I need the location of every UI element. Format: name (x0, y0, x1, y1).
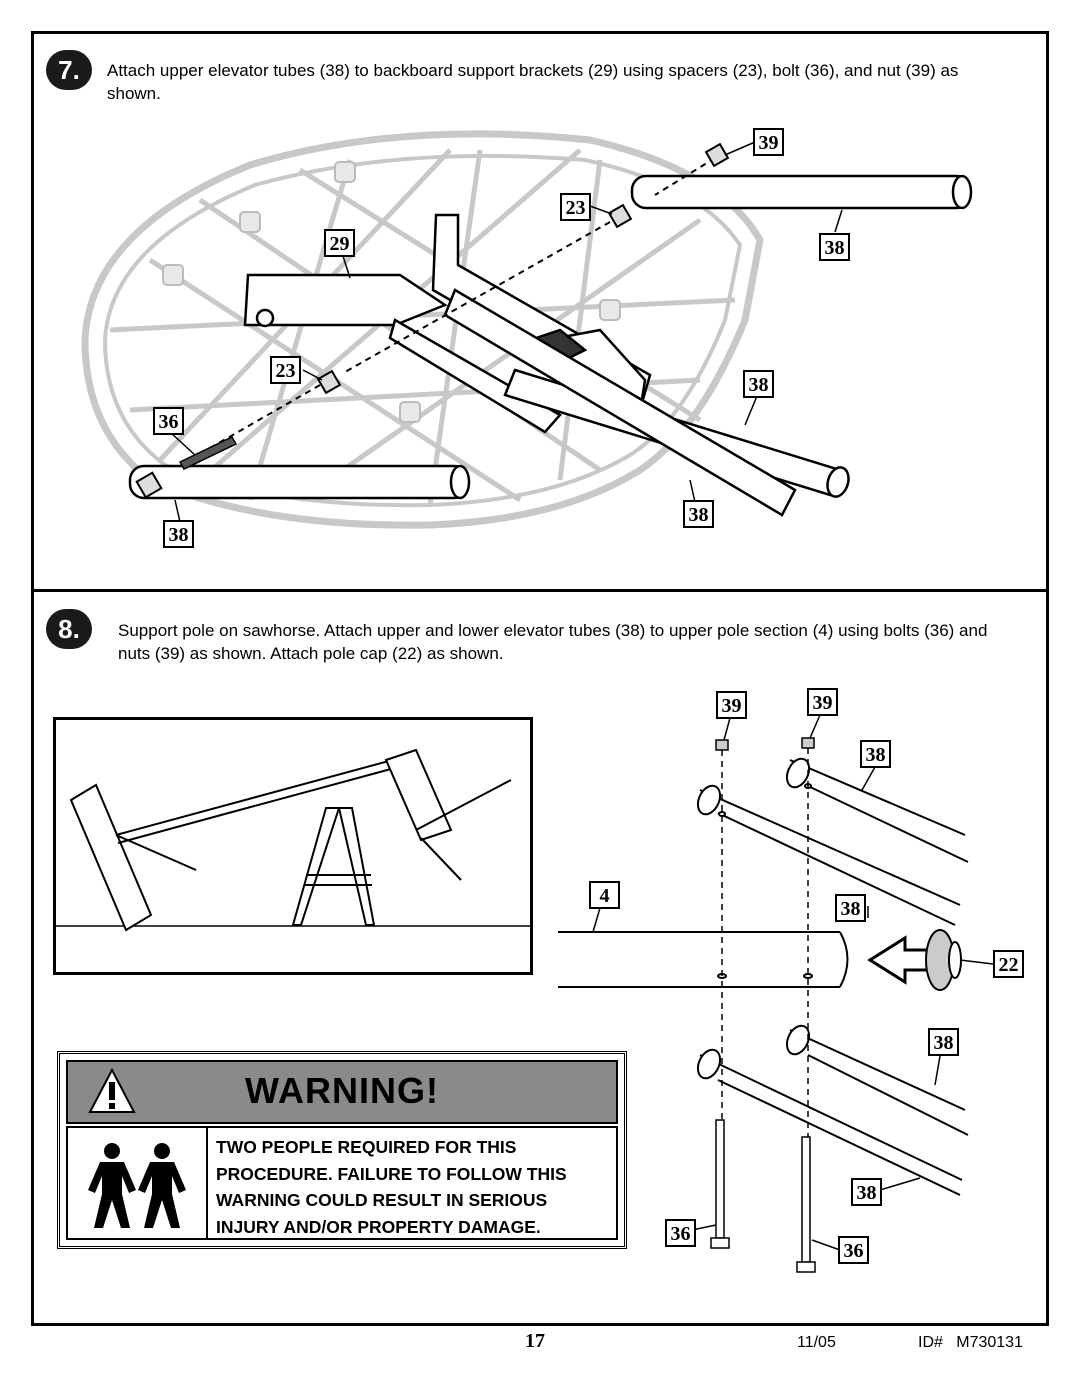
warning-header: WARNING! (66, 1060, 618, 1124)
callout-38: 38 (860, 740, 891, 768)
footer-document-id: ID# M730131 (918, 1334, 1023, 1351)
backboard-bosses (162, 161, 621, 423)
nut-spacer-parts (135, 142, 730, 499)
step-7-instructions: Attach upper elevator tubes (38) to back… (107, 61, 959, 103)
page-number: 17 (525, 1330, 545, 1352)
elevator-tubes (128, 174, 973, 517)
callout-4: 4 (589, 881, 620, 909)
warning-box: WARNING! TWO PEOPLE REQUIRED FOR THIS PR… (57, 1051, 627, 1249)
step-7-badge: 7. (46, 50, 92, 90)
warning-icon-cell (68, 1128, 208, 1238)
bolts-36 (710, 1119, 816, 1273)
bolt-path-dashed (721, 748, 809, 1140)
upper-elevator-tubes (696, 757, 969, 926)
callout-23: 23 (560, 193, 591, 221)
lower-elevator-tubes (696, 1024, 969, 1196)
warning-text: TWO PEOPLE REQUIRED FOR THIS PROCEDURE. … (216, 1137, 567, 1237)
step-7-leaders (169, 141, 843, 523)
callout-36: 36 (153, 407, 184, 435)
footer-date: 11/05 (797, 1334, 836, 1351)
assembly-dashed-lines (209, 157, 716, 449)
sawhorse-scene (53, 717, 533, 975)
callout-29: 29 (324, 229, 355, 257)
callout-38: 38 (835, 894, 866, 922)
pole-cap (925, 929, 962, 991)
callout-39: 39 (753, 128, 784, 156)
callout-38: 38 (851, 1178, 882, 1206)
two-people-icon (88, 1143, 186, 1228)
nuts-39 (715, 737, 815, 751)
callout-36: 36 (665, 1219, 696, 1247)
step-8-leaders (592, 714, 994, 1251)
bolt-36 (178, 436, 238, 470)
warning-title: WARNING! (245, 1070, 439, 1111)
callout-39: 39 (807, 688, 838, 716)
caution-triangle-icon (88, 1068, 136, 1113)
callout-38: 38 (683, 500, 714, 528)
callout-38: 38 (928, 1028, 959, 1056)
step-8-instructions: Support pole on sawhorse. Attach upper a… (118, 621, 988, 663)
callout-22: 22 (993, 950, 1024, 978)
sawhorse-illustration (56, 748, 530, 932)
warning-body: TWO PEOPLE REQUIRED FOR THIS PROCEDURE. … (66, 1126, 618, 1240)
callout-36: 36 (838, 1236, 869, 1264)
step-8-badge: 8. (46, 609, 92, 649)
callout-39: 39 (716, 691, 747, 719)
callout-38: 38 (743, 370, 774, 398)
callout-23: 23 (270, 356, 301, 384)
upper-pole-section (558, 931, 849, 988)
callout-38: 38 (163, 520, 194, 548)
callout-38: 38 (819, 233, 850, 261)
